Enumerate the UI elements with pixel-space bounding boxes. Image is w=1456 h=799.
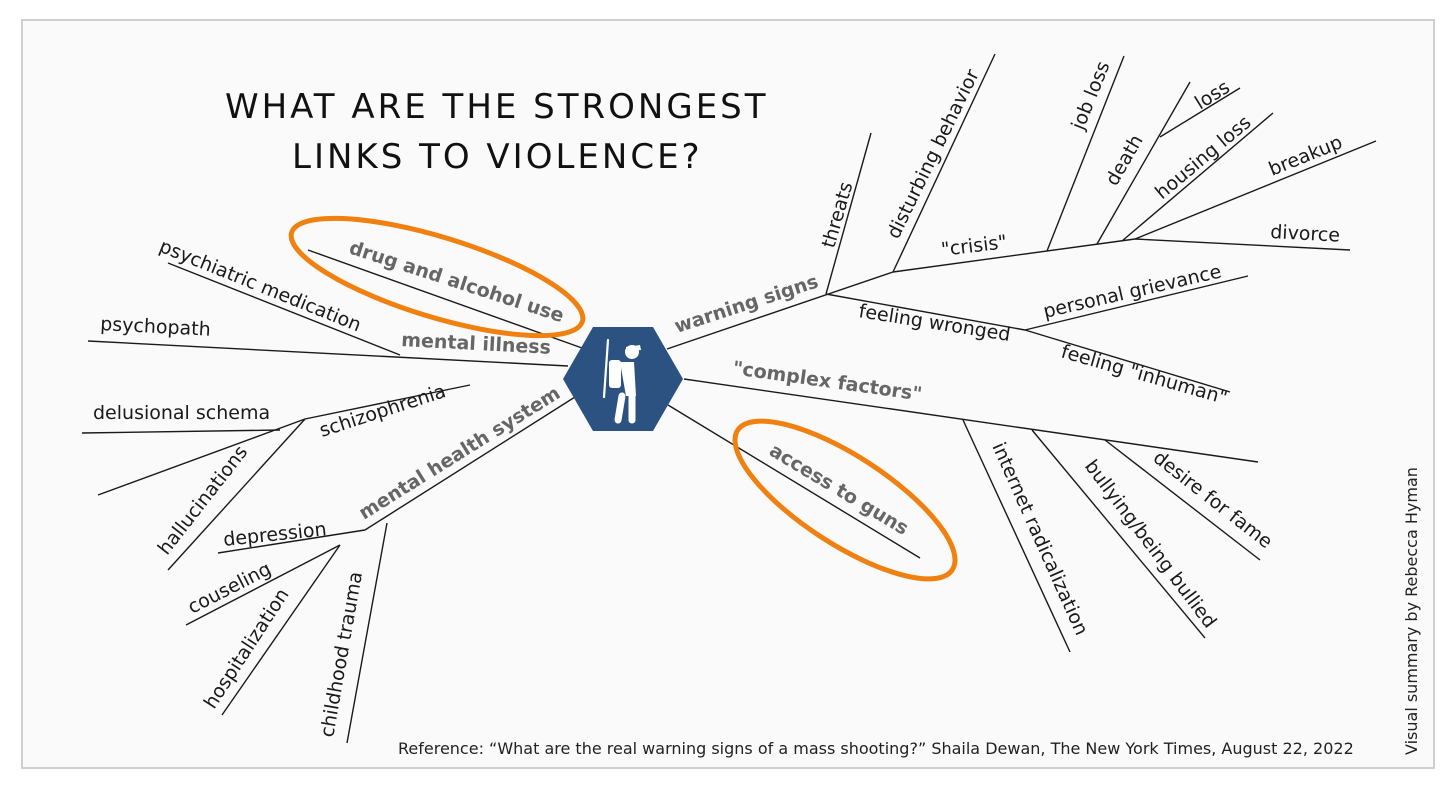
label-loss: loss [1191, 76, 1234, 114]
label-feeling-inhuman: feeling "inhuman" [1059, 341, 1230, 410]
label-divorce: divorce [1270, 221, 1341, 247]
branch-drug-alcohol: drug and alcohol use [346, 237, 566, 327]
label-housing-loss: housing loss [1151, 111, 1255, 204]
label-delusional-schema: delusional schema [93, 402, 270, 424]
label-schizophrenia: schizophrenia [317, 380, 449, 442]
diagram-frame [21, 19, 1435, 769]
label-breakup: breakup [1266, 131, 1346, 180]
highlight-ring-guns [732, 418, 958, 582]
label-depression: depression [222, 518, 327, 551]
branch-complex-factors: "complex factors" [731, 357, 923, 405]
label-threats: threats [818, 179, 858, 250]
label-feeling-wronged: feeling wronged [857, 300, 1012, 346]
title-line-2: LINKS TO VIOLENCE? [292, 137, 703, 177]
label-disturbing-behavior: disturbing behavior [883, 66, 984, 242]
label-internet-radicalization: internet radicalization [987, 439, 1092, 639]
label-personal-grievance: personal grievance [1041, 260, 1223, 322]
reference-citation: Reference: “What are the real warning si… [398, 739, 1354, 758]
center-node [563, 327, 683, 431]
branch-access-to-guns: access to guns [765, 439, 912, 539]
credit-text: Visual summary by Rebecca Hyman [1402, 467, 1421, 755]
label-psychopath: psychopath [100, 313, 212, 341]
label-childhood-trauma: childhood trauma [316, 570, 367, 739]
label-job-loss: job loss [1067, 58, 1115, 134]
soldier-with-rifle-icon [602, 338, 641, 424]
label-crisis: "crisis" [940, 231, 1008, 261]
label-death: death [1101, 131, 1147, 190]
highlight-ring-drug [288, 215, 586, 339]
title-line-1: WHAT ARE THE STRONGEST [225, 87, 769, 127]
branch-lines [81, 53, 1377, 744]
